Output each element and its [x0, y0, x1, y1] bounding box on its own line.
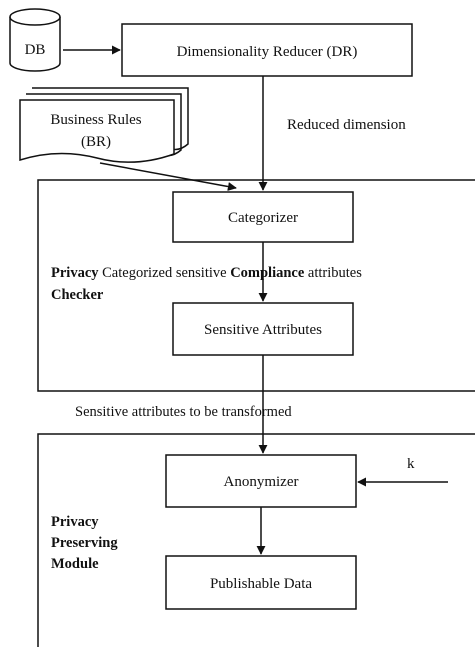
- db-label: DB: [25, 42, 46, 58]
- business-rules-document-stack: Business Rules (BR): [19, 87, 189, 163]
- business-rules-label-line2: (BR): [81, 134, 111, 150]
- privacy-compliance-checker-container: [37, 179, 475, 392]
- reduced-dimension-label: Reduced dimension: [287, 117, 406, 133]
- compliance-bold-word: Compliance: [230, 265, 305, 281]
- categorized-sensitive-text: Categorized sensitive: [99, 265, 231, 281]
- privacy-preserving-module-title-line3: Module: [51, 556, 99, 572]
- publishable-data-box: [165, 555, 357, 610]
- privacy-bold-word: Privacy: [51, 265, 99, 281]
- anonymizer-label: Anonymizer: [224, 474, 299, 490]
- anonymizer-box: [165, 454, 357, 508]
- business-rules-label-line1: Business Rules: [50, 112, 141, 128]
- dimensionality-reducer-box: [121, 23, 413, 77]
- checker-bold-word: Checker: [51, 287, 104, 303]
- db-cylinder: DB: [9, 8, 61, 72]
- categorized-attributes-label: Privacy Categorized sensitive Compliance…: [51, 265, 362, 281]
- sensitive-attributes-box: [172, 302, 354, 356]
- dimensionality-reducer-label: Dimensionality Reducer (DR): [177, 44, 358, 60]
- arrow-br-to-categorizer: [99, 162, 237, 191]
- sensitive-attributes-label: Sensitive Attributes: [204, 322, 322, 338]
- privacy-preserving-module-title-line2: Preserving: [51, 535, 118, 551]
- attributes-text: attributes: [304, 265, 362, 281]
- privacy-preserving-module-container: [37, 433, 475, 647]
- categorizer-label: Categorizer: [228, 210, 298, 226]
- privacy-preserving-module-title-line1: Privacy: [51, 514, 99, 530]
- categorizer-box: [172, 191, 354, 243]
- sensitive-to-transform-label: Sensitive attributes to be transformed: [75, 404, 292, 420]
- k-input-label: k: [407, 456, 415, 472]
- publishable-data-label: Publishable Data: [210, 576, 312, 592]
